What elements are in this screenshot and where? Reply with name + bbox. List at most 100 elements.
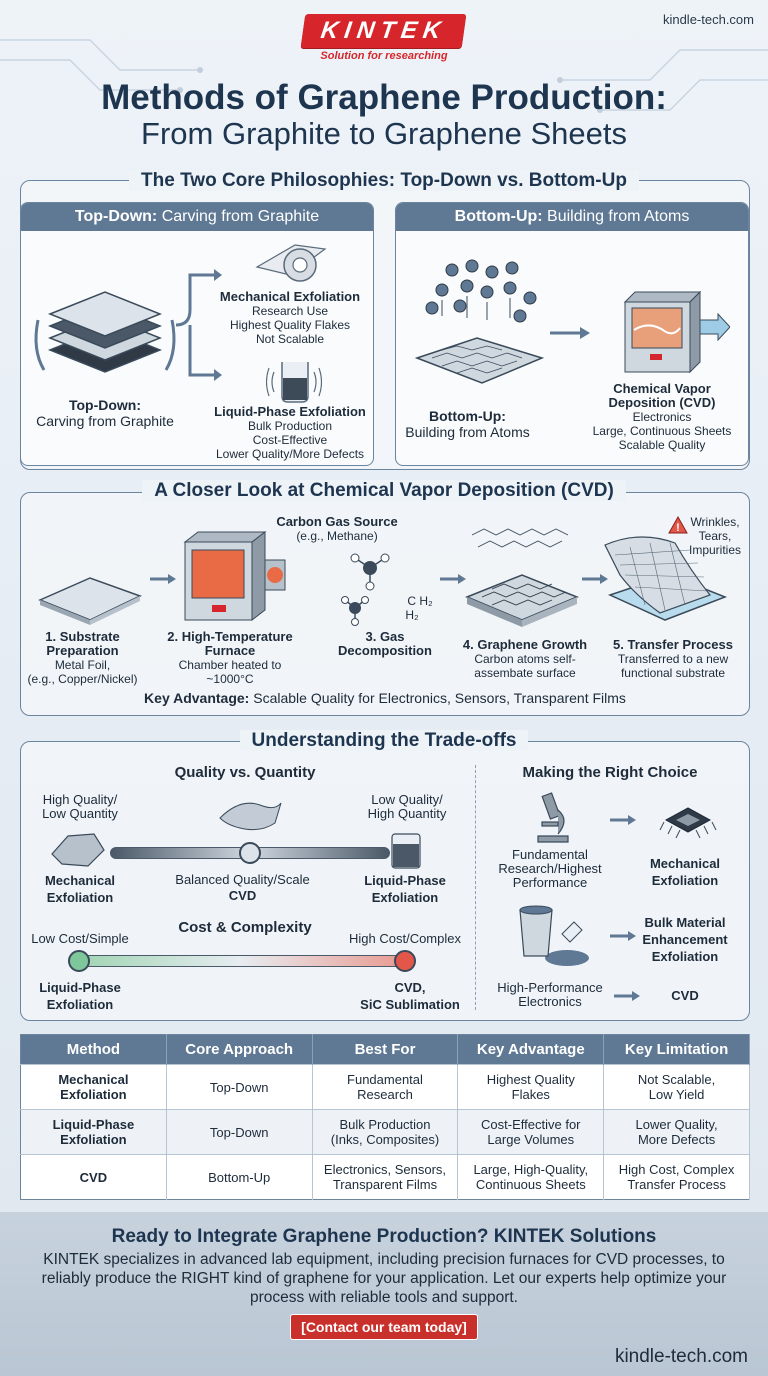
beaker-icon	[266, 362, 322, 403]
tradeoffs-panel	[20, 741, 750, 1021]
formula-ch: C H₂	[407, 594, 433, 608]
cc-right-method: CVD,SiC Sublimation	[360, 980, 460, 1012]
table-header-row: Method Core Approach Best For Key Advant…	[20, 1034, 750, 1065]
choice-cvd-result: CVD	[671, 988, 699, 1003]
gas-source-label: Carbon Gas Source(e.g., Methane)	[276, 514, 398, 544]
defects-label: Wrinkles,Tears,Impurities	[688, 515, 741, 557]
table-cell: Top-Down	[166, 1064, 313, 1110]
arrow-icon-1	[150, 574, 176, 584]
qq-left-label: High Quality/Low Quantity	[42, 792, 118, 821]
chip-icon	[659, 807, 717, 839]
cvd-summary-text: Chemical Vapor Deposition (CVD) Electron…	[592, 381, 732, 453]
table-cell: CVD	[20, 1154, 167, 1200]
site-url-top[interactable]: kindle-tech.com	[662, 12, 754, 27]
col-best-for: Best For	[312, 1034, 459, 1065]
col-approach: Core Approach	[166, 1034, 313, 1065]
arrow-right-icon	[550, 327, 590, 339]
table-cell: Bulk Production(Inks, Composites)	[312, 1109, 459, 1155]
comparison-table: Method Core Approach Best For Key Advant…	[20, 1034, 750, 1200]
liquid-exfoliation-text: Liquid-Phase Exfoliation Bulk Production…	[214, 404, 366, 462]
table-cell: Top-Down	[166, 1109, 313, 1155]
jar-icon	[391, 833, 421, 869]
bottom-up-caption: Bottom-Up:Building from Atoms	[405, 408, 530, 440]
cost-complexity-title: Cost & Complexity	[178, 919, 312, 936]
mech-exfoliation-text: Mechanical Exfoliation Research Use High…	[219, 289, 361, 347]
quality-quantity-title: Quality vs. Quantity	[174, 764, 316, 781]
table-cell: Large, High-Quality,Continuous Sheets	[457, 1154, 605, 1200]
cc-right-label: High Cost/Complex	[349, 931, 461, 946]
transfer-sheet-icon	[604, 536, 728, 621]
tape-roll-icon	[255, 244, 327, 282]
cvd-section-title: A Closer Look at Chemical Vapor Depositi…	[0, 480, 768, 502]
tradeoffs-divider	[475, 765, 476, 1010]
cc-left-label: Low Cost/Simple	[31, 931, 129, 946]
contact-button[interactable]: [Contact our team today]	[290, 1314, 478, 1340]
footer-title: Ready to Integrate Graphene Production? …	[111, 1226, 657, 1247]
cvd-key-advantage: Key Advantage: Scalable Quality for Elec…	[144, 690, 626, 706]
kintek-logo[interactable]: KINTEK Solution for researching	[0, 14, 768, 62]
arrow-icon-4	[610, 815, 636, 825]
cost-high-dot	[394, 950, 416, 972]
table-cell: Not Scalable,Low Yield	[603, 1064, 750, 1110]
tradeoffs-title: Understanding the Trade-offs	[0, 730, 768, 752]
logo-text: KINTEK	[300, 14, 468, 48]
page-subtitle: From Graphite to Graphene Sheets	[141, 116, 627, 151]
bottom-up-header: Bottom-Up: Building from Atoms	[396, 203, 748, 231]
qq-right-label: Low Quality/High Quantity	[367, 792, 447, 821]
table-cell: Bottom-Up	[166, 1154, 313, 1200]
footer-text: KINTEK specializes in advanced lab equip…	[41, 1251, 727, 1306]
furnace-icon	[183, 530, 286, 622]
cost-complexity-bar	[75, 955, 405, 967]
footer-band	[0, 1212, 768, 1376]
arrow-icon-3	[582, 574, 608, 584]
arrow-icon-5	[610, 931, 636, 941]
warning-icon: !	[668, 516, 688, 534]
site-url-bottom[interactable]: kindle-tech.com	[614, 1346, 748, 1367]
sheet-icon	[219, 802, 282, 831]
flake-icon	[51, 833, 105, 867]
branch-arrows	[175, 269, 222, 381]
methane-molecule-icon	[341, 553, 390, 626]
table-cell: Lower Quality,More Defects	[603, 1109, 750, 1155]
microscope-icon	[537, 792, 569, 843]
svg-text:!: !	[676, 522, 680, 534]
top-down-caption: Top-Down:Carving from Graphite	[36, 397, 174, 429]
arrow-icon-2	[440, 574, 466, 584]
right-choice-title: Making the Right Choice	[522, 764, 698, 781]
arrow-icon-6	[614, 991, 640, 1001]
philosophies-title: The Two Core Philosophies: Top-Down vs. …	[0, 170, 768, 192]
cost-low-dot	[68, 950, 90, 972]
top-down-header: Top-Down: Carving from Graphite	[21, 203, 373, 231]
paint-bucket-icon	[519, 905, 589, 966]
contact-button-wrap: [Contact our team today]	[0, 1314, 768, 1340]
col-advantage: Key Advantage	[457, 1034, 605, 1065]
cvd-furnace-icon	[623, 290, 730, 374]
col-method: Method	[20, 1034, 167, 1065]
graphene-growth-icon	[465, 528, 579, 627]
page-title: Methods of Graphene Production:	[101, 78, 667, 117]
logo-tagline: Solution for researching	[320, 50, 448, 62]
quality-quantity-marker[interactable]	[239, 842, 261, 864]
substrate-foil-icon	[38, 577, 142, 625]
table-cell: Electronics, Sensors,Transparent Films	[312, 1154, 459, 1200]
